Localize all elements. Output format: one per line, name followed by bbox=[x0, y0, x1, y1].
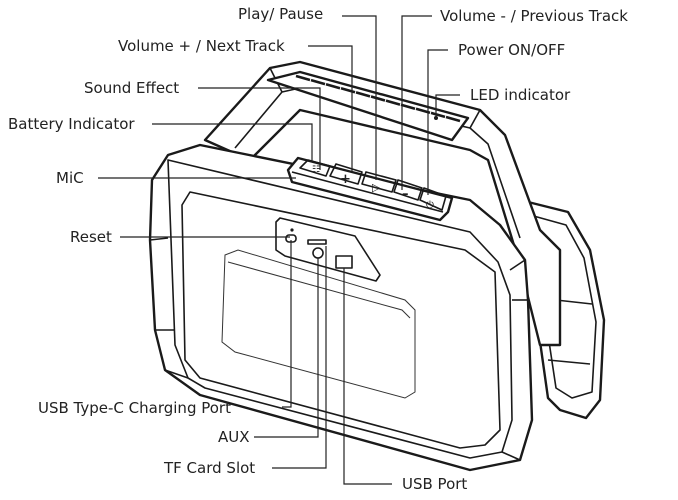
label-play-pause: Play/ Pause bbox=[238, 5, 323, 23]
label-power: Power ON/OFF bbox=[458, 41, 565, 59]
volume-minus-button[interactable]: – bbox=[393, 179, 423, 202]
label-reset: Reset bbox=[70, 228, 112, 246]
label-volume-minus: Volume - / Previous Track bbox=[440, 7, 628, 25]
tf-card-slot[interactable] bbox=[307, 239, 327, 245]
label-mic: MiC bbox=[56, 169, 84, 187]
label-volume-plus: Volume + / Next Track bbox=[118, 37, 285, 55]
callout-labels: Play/ Pause Volume - / Previous Track Vo… bbox=[8, 5, 628, 493]
label-led-indicator: LED indicator bbox=[470, 86, 571, 104]
port-panel bbox=[275, 217, 381, 282]
grip-rib bbox=[445, 115, 461, 123]
volume-plus-button[interactable]: + bbox=[329, 163, 363, 187]
grip-rib bbox=[385, 99, 401, 106]
grip-rib bbox=[400, 103, 416, 110]
reset-hole[interactable] bbox=[290, 228, 294, 232]
label-usb-type-c: USB Type-C Charging Port bbox=[38, 399, 231, 417]
play-icon: ▷ bbox=[372, 181, 381, 194]
power-icon: ⏻ bbox=[426, 200, 434, 211]
plus-icon: + bbox=[340, 172, 351, 187]
minus-icon: – bbox=[402, 187, 409, 202]
grip-rib bbox=[295, 74, 311, 82]
label-usb-port: USB Port bbox=[402, 475, 467, 493]
button-panel bbox=[286, 156, 454, 222]
speaker-main-body bbox=[148, 143, 534, 472]
label-aux: AUX bbox=[218, 428, 250, 446]
label-tf-card: TF Card Slot bbox=[163, 459, 255, 477]
grip-rib bbox=[325, 82, 341, 90]
power-button[interactable]: ⏻ bbox=[419, 187, 447, 211]
grip-rib bbox=[310, 78, 326, 86]
label-sound-effect: Sound Effect bbox=[84, 79, 179, 97]
grip-rib bbox=[340, 87, 356, 94]
leader-lines bbox=[98, 15, 460, 485]
grip-rib bbox=[430, 111, 446, 119]
speaker-illustration: ☷ + ▷ – ⏻ bbox=[148, 60, 606, 472]
sound-effect-icon: ☷ bbox=[312, 165, 320, 175]
grip-rib bbox=[355, 91, 371, 98]
sound-effect-button[interactable]: ☷ bbox=[299, 159, 331, 177]
play-pause-button[interactable]: ▷ bbox=[361, 171, 397, 194]
label-battery-indicator: Battery Indicator bbox=[8, 115, 135, 133]
grip-rib bbox=[370, 95, 386, 102]
handle-grip bbox=[266, 70, 470, 142]
